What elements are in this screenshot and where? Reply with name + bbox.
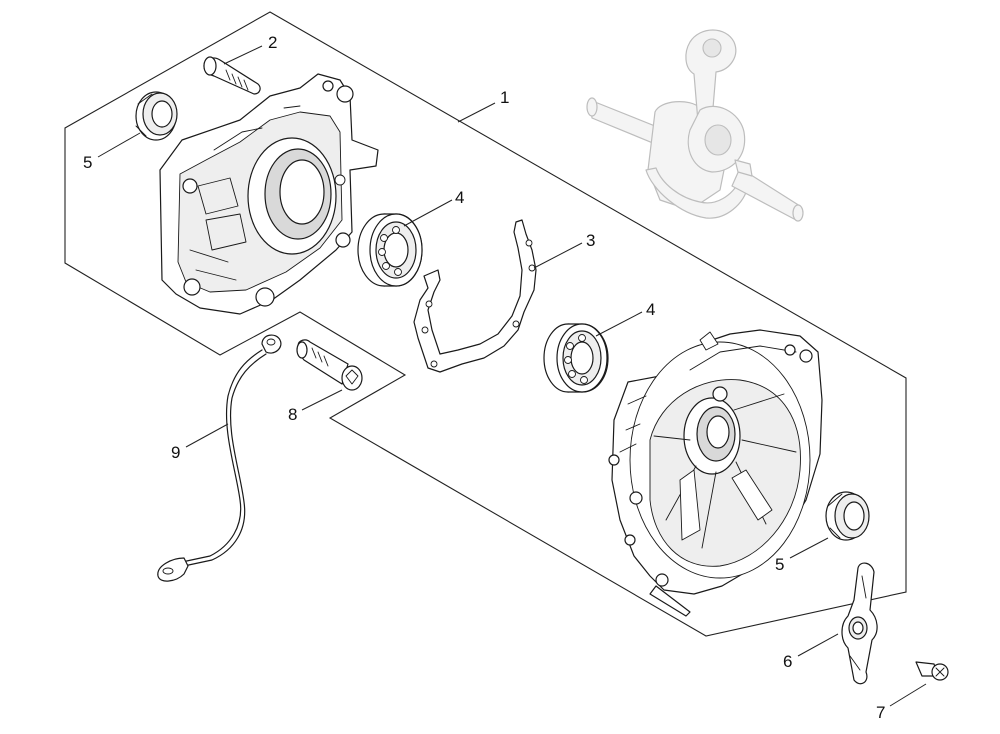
callout-5a: 5 bbox=[83, 153, 92, 172]
callout-4a: 4 bbox=[455, 188, 464, 207]
callout-5b: 5 bbox=[775, 555, 784, 574]
oil-seal-right bbox=[825, 491, 870, 541]
ground-wire bbox=[157, 334, 282, 582]
callout-1: 1 bbox=[500, 88, 509, 107]
assembly-boundary bbox=[64, 11, 907, 637]
bolt-top bbox=[203, 56, 261, 95]
small-screw bbox=[915, 661, 949, 681]
leader-3 bbox=[533, 242, 583, 269]
leader-5b bbox=[789, 537, 829, 559]
leader-9 bbox=[185, 423, 229, 448]
callout-4b: 4 bbox=[646, 300, 655, 319]
leader-6 bbox=[797, 633, 839, 657]
leader-1 bbox=[457, 102, 496, 123]
crankcase-right-half bbox=[608, 329, 823, 617]
callout-6: 6 bbox=[783, 652, 792, 671]
callout-3: 3 bbox=[586, 231, 595, 250]
callout-7: 7 bbox=[876, 703, 885, 722]
leader-4b bbox=[595, 311, 643, 337]
crankcase-gasket bbox=[413, 219, 537, 373]
callout-9: 9 bbox=[171, 443, 180, 462]
bearing-upper bbox=[357, 213, 423, 287]
crankcase-left-half bbox=[159, 73, 379, 315]
bearing-lower bbox=[543, 323, 609, 393]
leader-7 bbox=[889, 683, 927, 707]
leader-4a bbox=[403, 199, 453, 227]
leader-lines bbox=[97, 45, 927, 707]
leader-8 bbox=[301, 389, 343, 411]
crankshaft bbox=[586, 29, 804, 222]
oil-seal-left bbox=[135, 91, 178, 141]
torx-bolt bbox=[296, 339, 363, 391]
leader-5a bbox=[97, 132, 141, 158]
callout-2: 2 bbox=[268, 33, 277, 52]
leader-2 bbox=[223, 45, 263, 65]
callout-8: 8 bbox=[288, 405, 297, 424]
callout-labels: 1 2 3 4 4 5 5 6 7 8 9 bbox=[83, 33, 885, 722]
bracket-lever bbox=[841, 562, 878, 685]
